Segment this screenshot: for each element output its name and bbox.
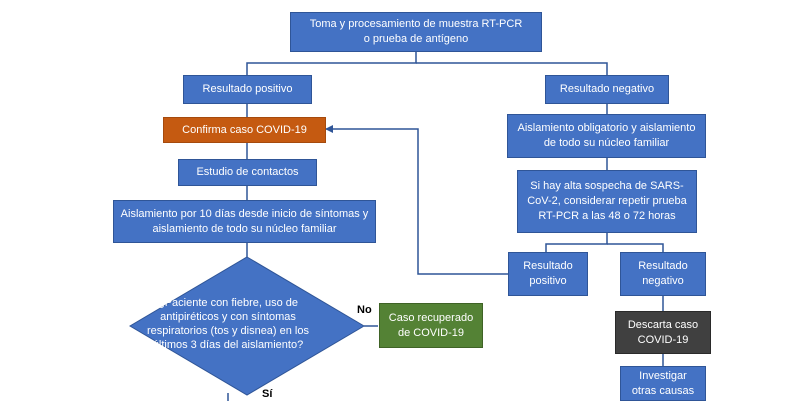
edge-res2pos-confirm [325, 125, 508, 275]
edge-split-neg [416, 62, 608, 75]
decision-diamond [129, 256, 365, 396]
edge-suspicion-split [545, 233, 608, 252]
label-no: No [357, 304, 372, 316]
node-contact-study: Estudio de contactos [178, 159, 317, 186]
node-recovered-case: Caso recuperado de COVID-19 [379, 303, 483, 348]
node-sample: Toma y procesamiento de muestra RT-PCR o… [290, 12, 542, 52]
label-si: Sí [262, 388, 273, 400]
node-second-result-negative: Resultado negativo [620, 252, 706, 296]
node-second-result-positive: Resultado positivo [508, 252, 588, 296]
node-investigate-other-causes: Investigar otras causas [620, 366, 706, 401]
node-high-suspicion: Si hay alta sospecha de SARS-CoV-2, cons… [517, 170, 697, 233]
node-result-positive: Resultado positivo [183, 75, 312, 104]
node-isolation-10-days: Aislamiento por 10 días desde inicio de … [113, 200, 376, 243]
edge-split-res2neg [607, 243, 664, 252]
node-confirm-case: Confirma caso COVID-19 [163, 117, 326, 143]
node-mandatory-isolation: Aislamiento obligatorio y aislamiento de… [507, 114, 706, 158]
decision-question-text: ¿Paciente con fiebre, uso de antipirétic… [146, 297, 309, 351]
edge-top-split [246, 52, 417, 75]
node-result-negative: Resultado negativo [545, 75, 669, 104]
node-discard-case: Descarta caso COVID-19 [615, 311, 711, 354]
